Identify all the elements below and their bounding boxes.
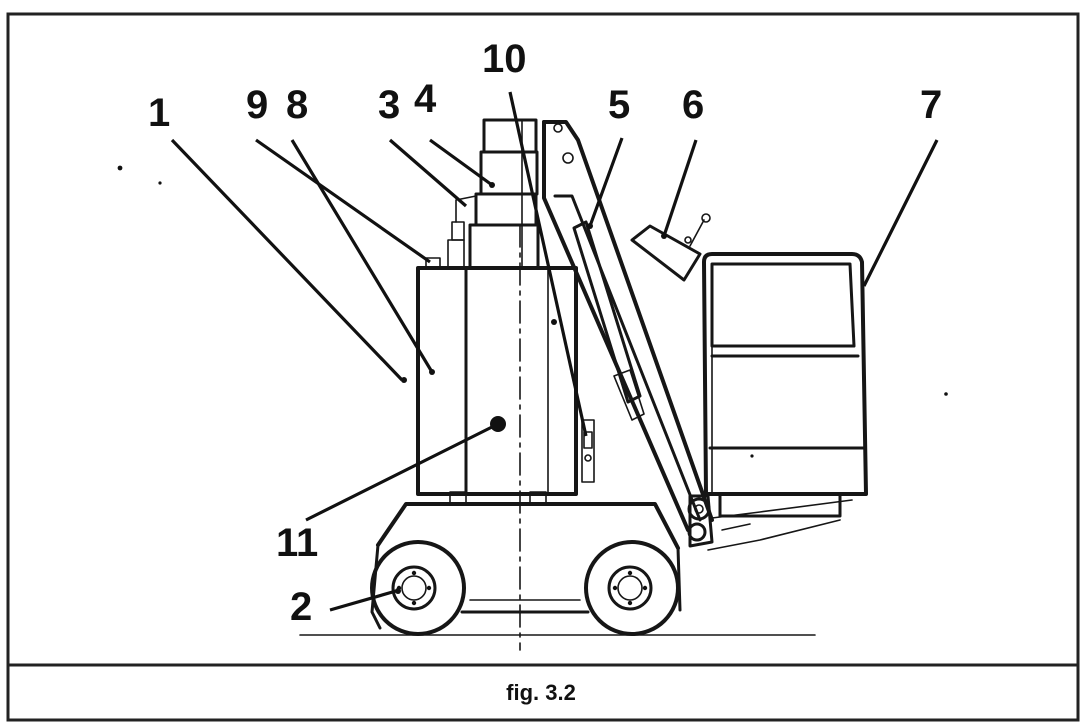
telescopic-mast [447,118,540,270]
callout-3: 3 [378,83,400,127]
callout-7: 7 [920,83,942,127]
mast-housing [416,257,578,496]
outer-frame [6,12,1080,722]
callout-2: 2 [290,585,312,629]
platform-basket [702,252,868,551]
callout-1: 1 [148,91,170,135]
callout-8: 8 [286,83,308,127]
callout-9: 9 [246,83,268,127]
speck [117,165,123,171]
jib-arm [542,120,714,548]
callout-6: 6 [682,83,704,127]
speck [158,181,162,185]
front-wheel [584,540,680,636]
control-console [630,213,711,282]
callout-5: 5 [608,83,630,127]
figure-caption: fig. 3.2 [506,680,576,705]
rear-wheel [370,540,466,636]
leader-lines [170,91,939,612]
callout-4: 4 [414,77,437,121]
speck [944,392,948,396]
callout-10: 10 [482,37,527,81]
control-box [581,419,595,483]
speck [750,454,754,458]
callout-11: 11 [276,521,318,565]
